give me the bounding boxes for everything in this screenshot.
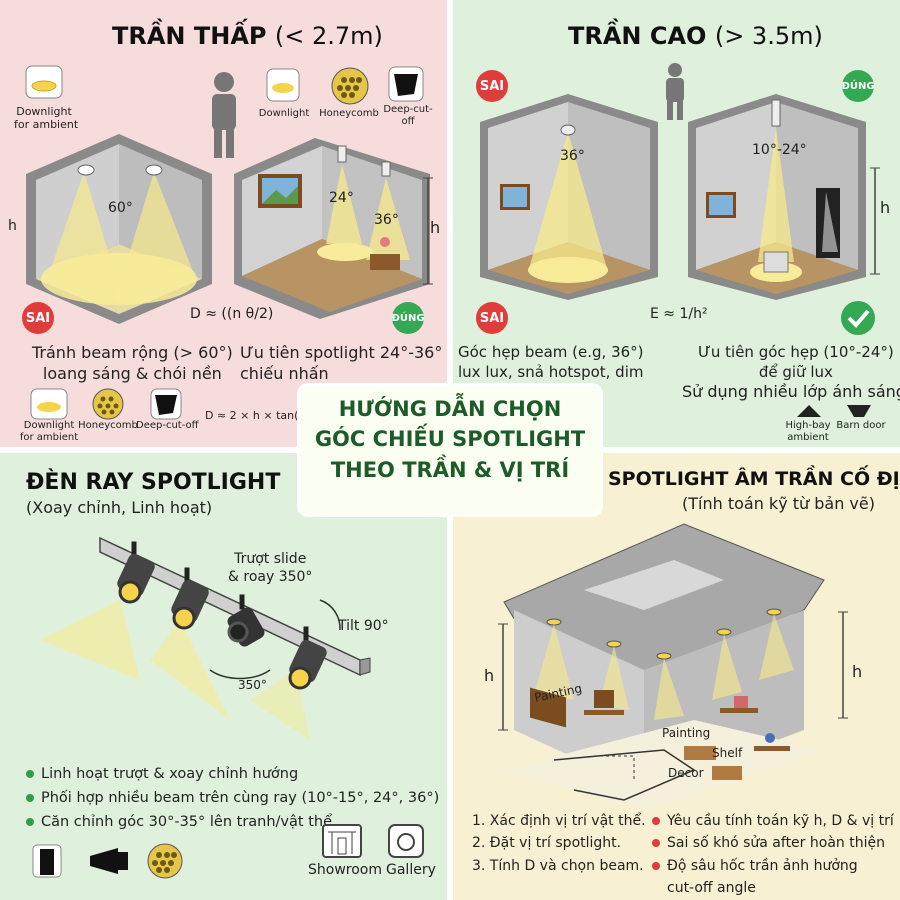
h-label-high: h	[880, 198, 891, 217]
sai-badge-top: SAI	[476, 70, 508, 102]
track-bullet-2: Phối hợp nhiều beam trên cùng ray (10°-1…	[26, 790, 439, 806]
good-description-high: Ưu tiên góc hẹp (10°-24°)để giữ lux	[698, 343, 894, 381]
door-icon	[32, 844, 62, 878]
person-icon-small	[666, 63, 684, 120]
downlight-label: Downlight	[258, 108, 310, 119]
check-icon	[841, 301, 875, 335]
room-spot-beam	[234, 138, 430, 319]
slide-rotate-label: Trượt slide& roay 350°	[228, 551, 313, 586]
shelf-label: Shelf	[712, 746, 743, 760]
recessed-room-illustration	[503, 523, 825, 810]
barndoor-label: Barn door	[836, 420, 886, 431]
person-icon	[212, 72, 236, 158]
h-label-right: h	[430, 218, 441, 237]
painting-floor-label: Painting	[662, 726, 711, 740]
deep-cutoff-icon	[388, 66, 424, 102]
showroom-label: Showroom	[308, 862, 382, 878]
sai-badge-bottom: SAI	[476, 302, 508, 334]
showroom-icon	[322, 824, 362, 858]
room-tall-narrow	[688, 94, 866, 300]
barndoor-icon	[847, 405, 871, 417]
honeycomb-label: Honeycomb	[319, 108, 379, 119]
h-label-br-left: h	[484, 666, 495, 685]
track-subtitle: (Xoay chỉnh, Linh hoạt)	[26, 498, 213, 517]
downlight-icon-bottom	[30, 388, 68, 420]
gallery-icon	[388, 824, 424, 858]
sai-badge: SAI	[22, 302, 54, 334]
track-title: ĐÈN RAY SPOTLIGHT	[26, 470, 281, 495]
formula-e: E ≈ 1/h²	[650, 306, 708, 322]
height-arrow-high	[870, 167, 880, 275]
center-title-line1: HƯỚNG DẪN CHỌN	[338, 397, 562, 421]
track-bullet-1: Linh hoạt trượt & xoay chỉnh hướng	[26, 766, 298, 782]
recessed-subtitle: (Tính toán kỹ từ bản vẽ)	[682, 494, 875, 513]
steps-list: 1. Xác định vị trí vật thể. 2. Đặt vị tr…	[472, 813, 646, 874]
angle-60-label: 60°	[108, 200, 133, 216]
center-title-line2: GÓC CHIẾU SPOTLIGHT	[314, 427, 586, 452]
center-title-box: HƯỚNG DẪN CHỌN GÓC CHIẾU SPOTLIGHT THEO …	[300, 386, 600, 514]
tilt-label: Tilt 90°	[338, 618, 389, 634]
angle-range-label: 10°-24°	[752, 142, 807, 158]
center-title-line3: THEO TRẦN & VỊ TRÍ	[330, 457, 570, 482]
track-spotlight-panel: ĐÈN RAY SPOTLIGHT (Xoay chỉnh, Linh hoạt…	[0, 450, 450, 900]
bad-description: Tránh beam rộng (> 60°)loang sáng & chói…	[32, 343, 233, 383]
angle-36-label: 36°	[374, 212, 399, 228]
multi-layer-text: Sử dụng nhiều lớp ánh sáng	[682, 382, 900, 401]
recessed-title: SPOTLIGHT ÂM TRẦN CỐ ĐỊNH	[608, 468, 900, 490]
dung-badge: ĐÚNG	[391, 302, 425, 334]
high-ceiling-panel: TRẦN CAO (> 3.5m) SAI ĐÚNG 36°	[450, 0, 900, 450]
requirements-list: Yêu cầu tính toán kỹ h, D & vị trí Sai s…	[652, 810, 894, 900]
deep-cutoff-icon-bottom	[150, 388, 182, 420]
gallery-label: Gallery	[386, 862, 436, 878]
deep-cutoff-label-bottom: Deep-cut-off	[136, 420, 199, 431]
room-wide-beam	[26, 134, 212, 324]
low-ceiling-title: TRẦN THẤP (< 2.7m)	[112, 22, 383, 50]
angle-24-label: 24°	[329, 190, 354, 206]
downlight-small-icon	[266, 68, 300, 102]
formula-d-full: D ≈ 2 × h × tan(θ/2)	[205, 409, 321, 422]
downlight-icon	[25, 65, 63, 99]
track-bullet-3: Căn chỉnh góc 30°-35° lên tranh/vật thể	[26, 814, 332, 830]
room-tall-wide	[480, 94, 658, 300]
honeycomb-icon	[331, 67, 369, 105]
rotation-label: 350°	[238, 678, 267, 692]
dung-badge-top: ĐÚNG	[841, 70, 875, 102]
high-ceiling-title: TRẦN CAO (> 3.5m)	[568, 22, 823, 50]
height-arrow-left-br	[498, 623, 508, 731]
decor-label: Decor	[668, 766, 704, 780]
h-label-left: h	[8, 218, 17, 234]
h-label-br-right: h	[852, 662, 863, 681]
formula-d: D ≈ ((n θ/2)	[190, 306, 274, 322]
spot-icon	[90, 848, 128, 874]
good-description: Ưu tiên spotlight 24°-36°chiếu nhấn	[240, 343, 443, 383]
height-arrow-right	[423, 177, 433, 285]
height-arrow-right-br	[838, 611, 848, 719]
honeycomb-icon-track	[147, 843, 183, 879]
highbay-icon	[797, 405, 821, 417]
bad-description-high: Góc hẹp beam (e.g, 36°)lux lux, snả hots…	[458, 343, 644, 381]
honeycomb-label-bottom: Honeycomb	[78, 420, 138, 431]
angle-36-high: 36°	[560, 148, 585, 164]
track-rail-illustration	[40, 536, 371, 740]
recessed-spotlight-panel: SPOTLIGHT ÂM TRẦN CỐ ĐỊNH (Tính toán kỹ …	[450, 450, 900, 900]
deep-cutoff-label: Deep-cut-off	[383, 104, 433, 127]
honeycomb-icon-bottom	[92, 388, 124, 420]
